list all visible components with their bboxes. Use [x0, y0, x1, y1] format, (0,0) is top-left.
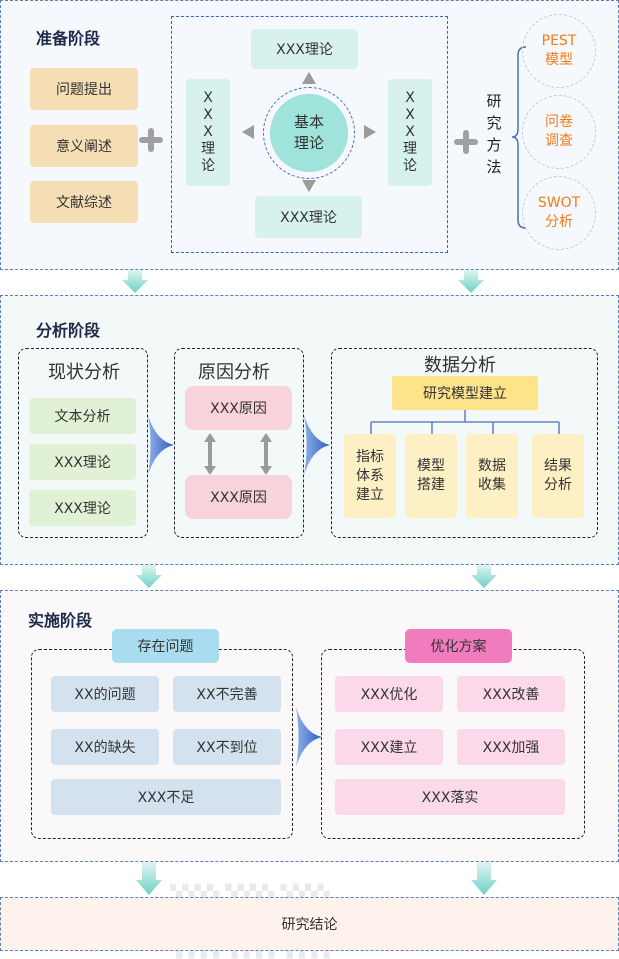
data-item-1: 指标 体系 建立	[344, 434, 396, 518]
blue-arrow-icon	[296, 707, 322, 767]
data-item-3-line2: 收集	[478, 477, 506, 493]
method-pest-line2: 模型	[545, 52, 573, 68]
bottom-theory: XXX理论	[255, 196, 362, 238]
solution-4: XXX加强	[457, 729, 565, 765]
method-swot-line2: 分析	[545, 214, 573, 230]
method-label-char-4: 法	[486, 158, 502, 176]
data-item-2: 模型 搭建	[405, 434, 457, 518]
solution-5: XXX落实	[335, 779, 565, 815]
right-vertical-char-2: X	[405, 107, 415, 123]
center-circle-ring	[263, 87, 355, 179]
research-method-label: 研 究 方 法	[480, 88, 508, 180]
arrow-down-icon	[302, 180, 316, 192]
double-arrow-icon	[204, 433, 272, 475]
problem-1: XX的问题	[51, 676, 159, 712]
research-model-build: 研究模型建立	[392, 376, 538, 410]
prep-item-1: 问题提出	[30, 68, 138, 110]
cause-item-2: XXX原因	[185, 475, 292, 519]
tree-connector	[370, 410, 560, 434]
right-vertical-char-1: X	[405, 90, 415, 106]
method-label-char-3: 方	[486, 136, 502, 154]
stage-implementation-title: 实施阶段	[28, 611, 93, 630]
data-item-4: 结果 分析	[532, 434, 584, 518]
arrow-right-icon	[364, 125, 376, 139]
research-conclusion: 研究结论	[0, 897, 619, 951]
stage-preparation-title: 准备阶段	[36, 29, 101, 48]
left-vertical-theory: X X X 理 论	[186, 79, 230, 186]
stage-analysis-title: 分析阶段	[36, 321, 101, 340]
down-arrow-icon	[471, 862, 497, 895]
blue-arrow-icon	[304, 415, 330, 475]
status-item-1: 文本分析	[29, 398, 136, 434]
method-pest-line1: PEST	[541, 33, 577, 49]
method-label-char-2: 究	[486, 114, 502, 132]
data-item-1-line1: 指标	[356, 448, 384, 465]
right-vertical-char-4: 理	[403, 141, 417, 157]
center-line-2: 理论	[293, 134, 324, 152]
down-arrow-icon	[471, 565, 497, 588]
problems-title: 存在问题	[112, 629, 219, 663]
left-vertical-char-1: X	[203, 90, 213, 106]
solution-3: XXX建立	[335, 729, 443, 765]
down-arrow-icon	[458, 270, 484, 293]
method-swot-line1: SWOT	[537, 195, 581, 211]
problem-4: XX不到位	[173, 729, 281, 765]
method-bracket	[511, 46, 527, 229]
method-label-char-1: 研	[486, 92, 502, 110]
right-vertical-char-3: X	[405, 124, 415, 140]
center-line-1: 基本	[293, 113, 324, 131]
cause-analysis-title: 原因分析	[198, 362, 270, 383]
data-analysis-title: 数据分析	[424, 355, 496, 376]
prep-item-3: 文献综述	[30, 181, 138, 223]
data-item-3: 数据 收集	[466, 434, 518, 518]
data-item-1-line2: 体系	[356, 467, 384, 484]
data-analysis-frame	[331, 348, 598, 538]
top-theory: XXX理论	[251, 29, 358, 69]
method-survey: 问卷 调查	[522, 95, 596, 169]
problem-2: XX不完善	[173, 676, 281, 712]
solution-1: XXX优化	[335, 676, 443, 712]
blue-arrow-icon	[148, 415, 174, 475]
status-analysis-title: 现状分析	[48, 362, 120, 383]
method-swot: SWOT 分析	[522, 176, 596, 250]
left-vertical-char-4: 理	[201, 141, 215, 157]
down-arrow-icon	[136, 862, 162, 895]
arrow-left-icon	[242, 125, 254, 139]
left-vertical-char-3: X	[203, 124, 213, 140]
plus-icon-right	[454, 130, 478, 154]
stage-implementation	[0, 590, 619, 862]
data-item-4-line1: 结果	[544, 458, 572, 474]
cause-analysis-frame	[174, 348, 304, 538]
data-item-2-line1: 模型	[417, 458, 445, 474]
status-analysis-frame	[18, 348, 148, 538]
down-arrow-icon	[136, 565, 162, 588]
solutions-title: 优化方案	[405, 629, 512, 663]
data-item-4-line2: 分析	[544, 477, 572, 493]
cause-item-1: XXX原因	[185, 386, 292, 430]
method-survey-line2: 调查	[545, 133, 573, 149]
solution-2: XXX改善	[457, 676, 565, 712]
left-vertical-char-5: 论	[201, 158, 215, 174]
down-arrow-icon	[122, 270, 148, 293]
problem-3: XX的缺失	[51, 729, 159, 765]
right-vertical-char-5: 论	[403, 158, 417, 174]
status-item-3: XXX理论	[29, 490, 136, 526]
prep-item-2: 意义阐述	[30, 125, 138, 167]
method-pest: PEST 模型	[522, 14, 596, 88]
arrow-up-icon	[302, 72, 316, 84]
data-item-3-line1: 数据	[478, 458, 506, 474]
method-survey-line1: 问卷	[545, 114, 573, 130]
plus-icon	[139, 128, 163, 152]
theory-frame	[171, 16, 448, 253]
data-item-2-line2: 搭建	[417, 477, 445, 493]
theory-arrows	[242, 72, 376, 192]
problem-5: XXX不足	[51, 779, 281, 815]
center-basic-theory: 基本 理论	[270, 94, 348, 172]
right-vertical-theory: X X X 理 论	[388, 79, 432, 186]
data-item-1-line3: 建立	[356, 486, 384, 503]
status-item-2: XXX理论	[29, 444, 136, 480]
left-vertical-char-2: X	[203, 107, 213, 123]
